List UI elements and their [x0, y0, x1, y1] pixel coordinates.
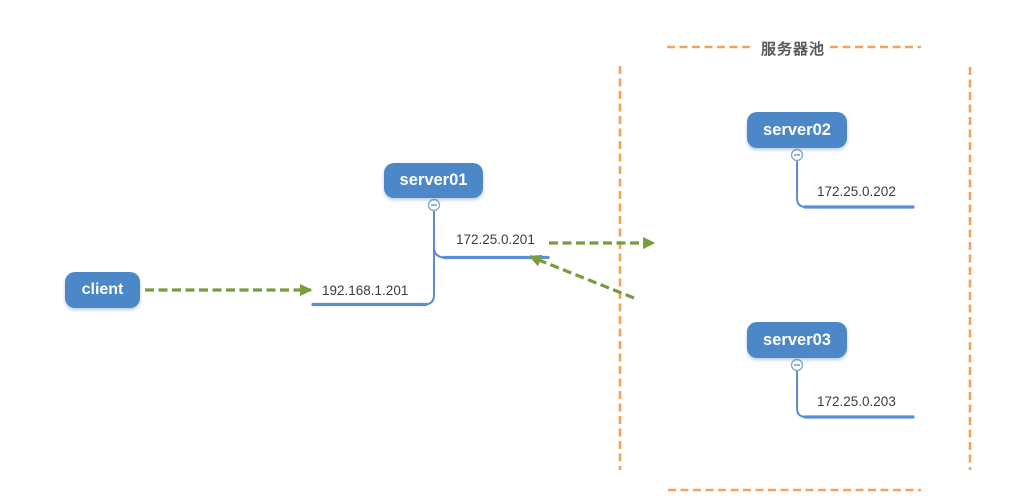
node-server03[interactable]: server03 — [747, 322, 847, 358]
node-server01[interactable]: server01 — [384, 163, 483, 198]
server01-connector-line — [423, 209, 435, 306]
client-ip-label: 192.168.1.201 — [322, 283, 409, 298]
node-client[interactable]: client — [65, 272, 140, 308]
server01-branch-line — [433, 246, 446, 259]
server02-collapse-icon[interactable] — [790, 148, 804, 162]
server02-ip-label: 172.25.0.202 — [817, 184, 896, 199]
server02-connector-line — [796, 159, 807, 208]
pool-to-server01-arrow — [528, 254, 635, 300]
server01-ip-label: 172.25.0.201 — [456, 232, 535, 247]
server01-collapse-icon[interactable] — [427, 198, 441, 212]
node-server02[interactable]: server02 — [747, 112, 847, 148]
pool-title: 服务器池 — [760, 41, 825, 58]
server03-collapse-icon[interactable] — [790, 358, 804, 372]
server03-connector-line — [796, 369, 807, 418]
server03-ip-label: 172.25.0.203 — [817, 394, 896, 409]
